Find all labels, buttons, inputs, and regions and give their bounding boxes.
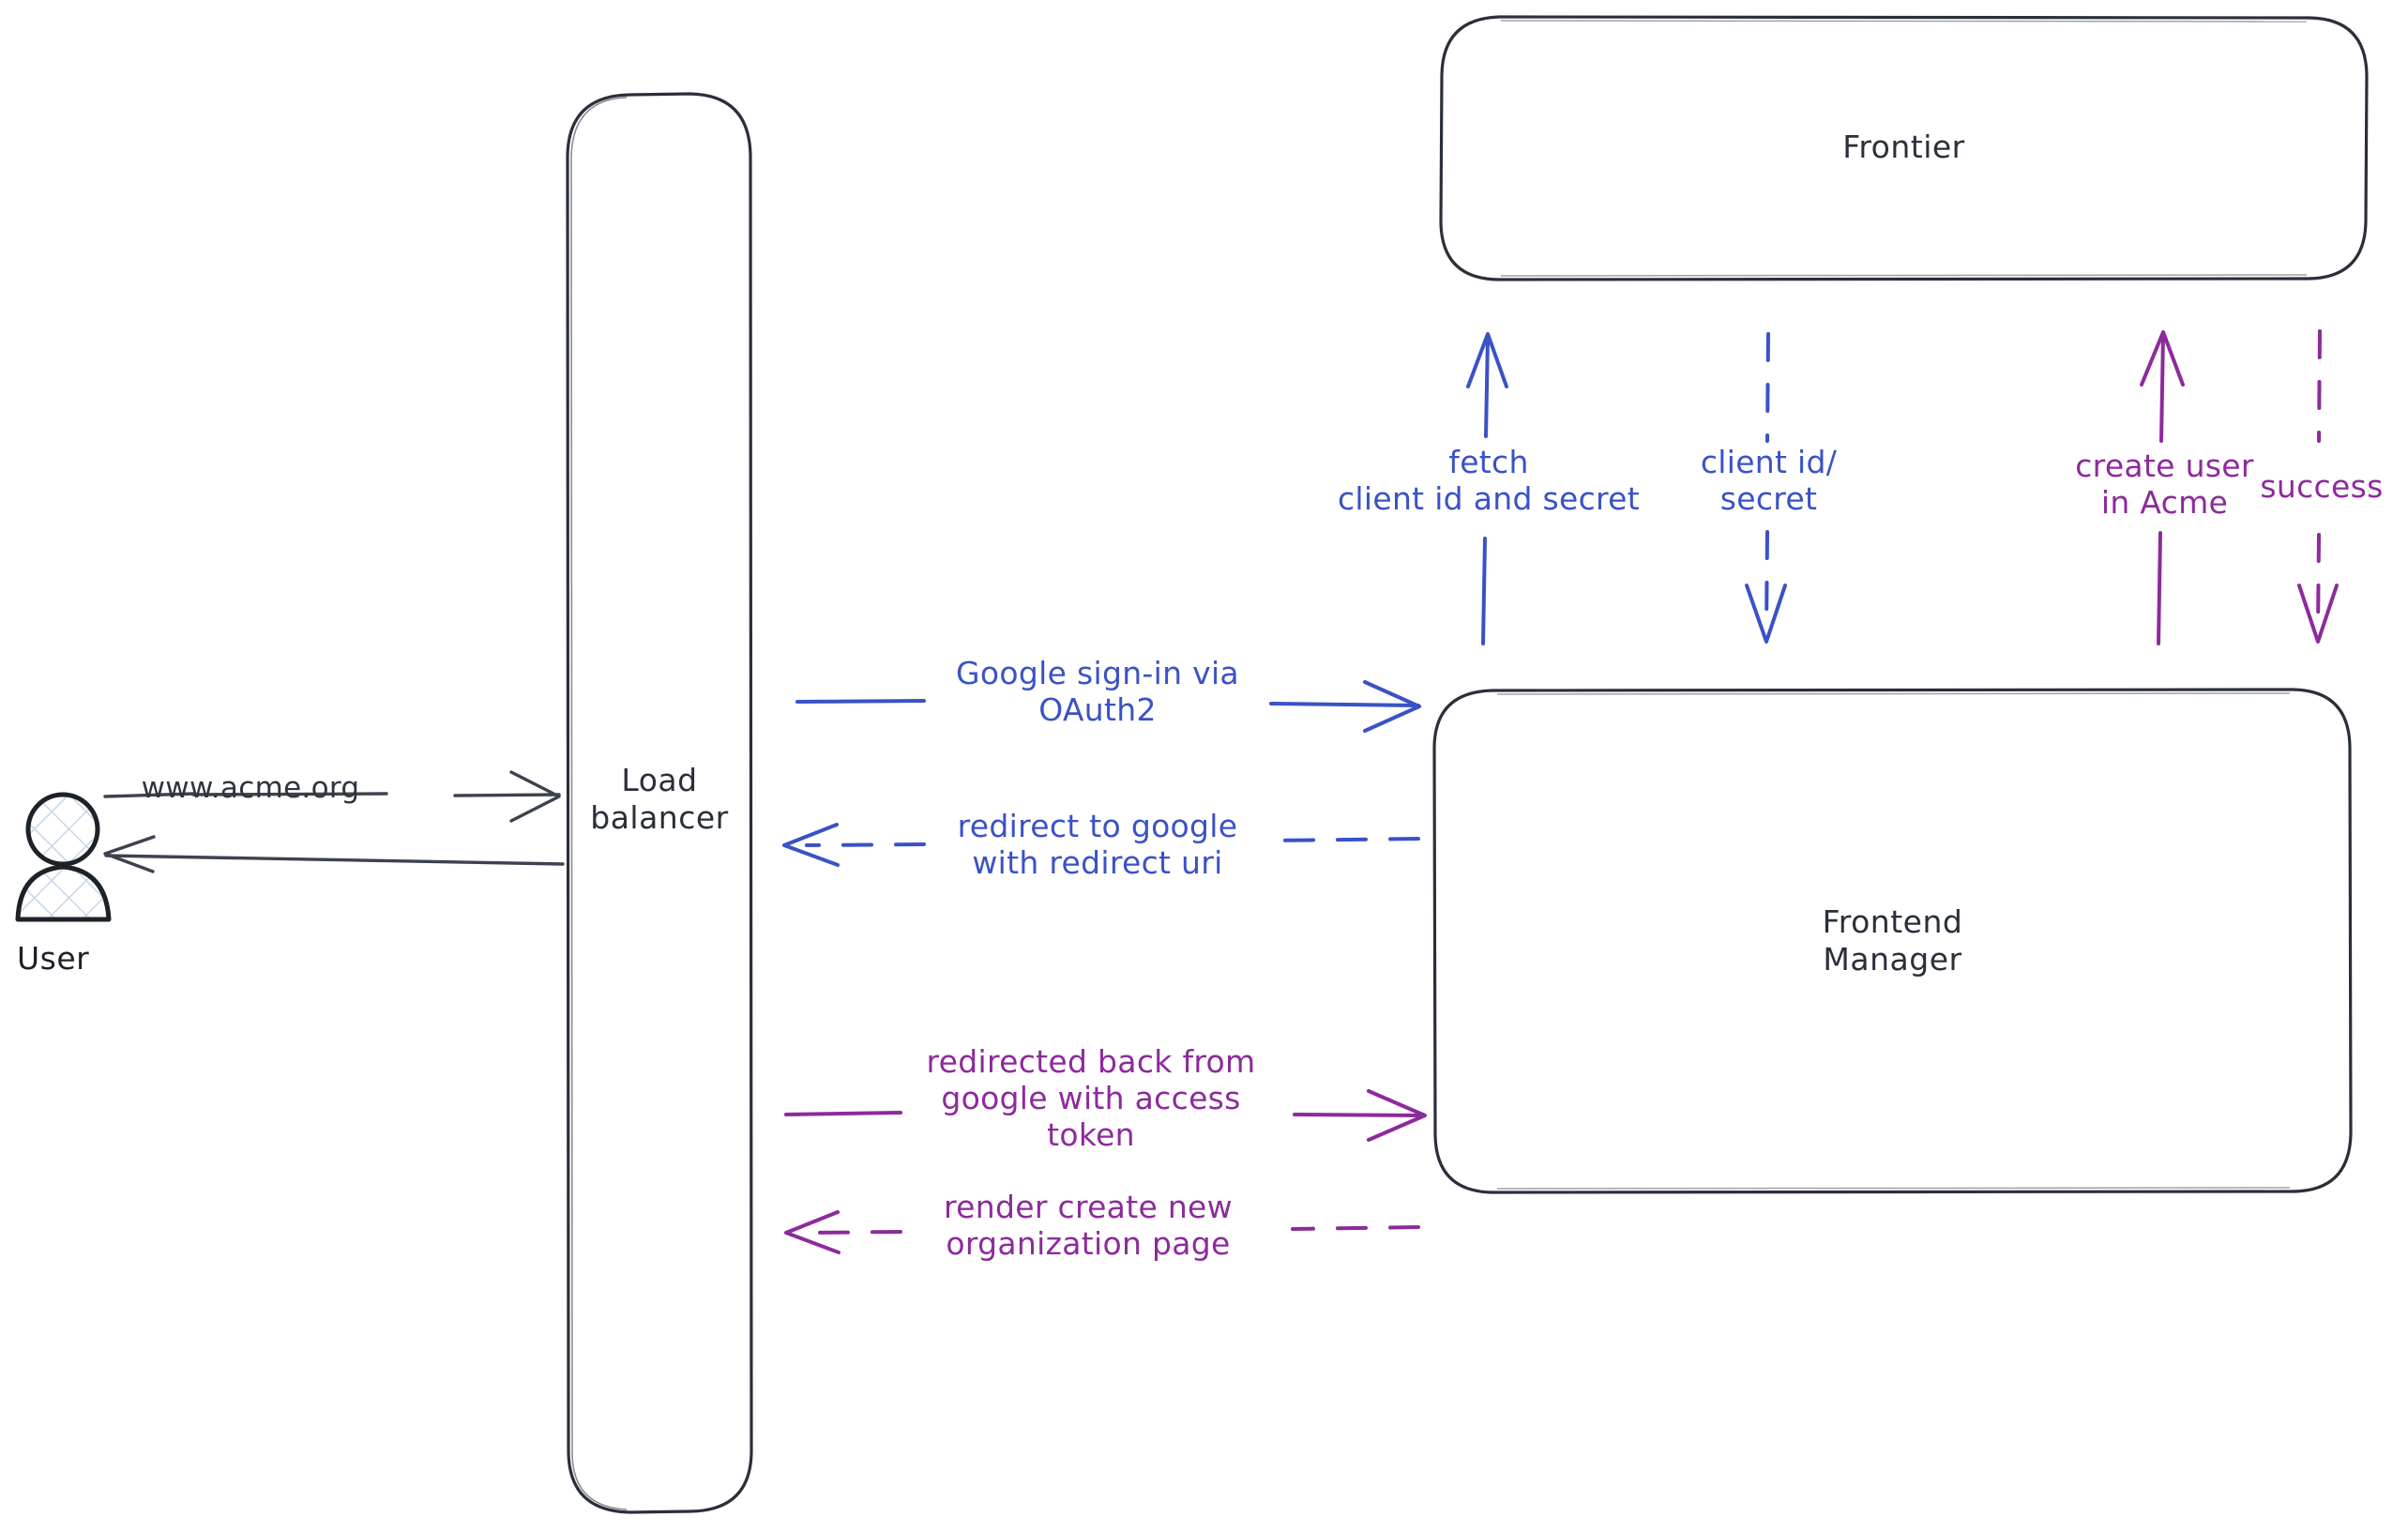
edge-label-create-user-in-acme: create user in Acme (2075, 447, 2254, 521)
node-frontend-manager[interactable] (1432, 688, 2353, 1194)
node-load-balancer[interactable] (566, 92, 753, 1514)
edge-redirected-back-from-google (784, 1089, 1427, 1142)
node-frontier[interactable] (1439, 15, 2369, 281)
actor-label-user: User (17, 940, 90, 977)
node-label-frontier: Frontier (1842, 129, 1965, 165)
edge-label-render-create-new-organization-page: render create new organization page (944, 1189, 1233, 1262)
edge-render-create-new-organization-page (784, 1210, 1420, 1254)
node-label-frontend-manager: Frontend Manager (1822, 903, 1963, 978)
edge-create-user-in-acme (2140, 330, 2185, 645)
edge-label-fetch-client-id-and-secret: fetch client id and secret (1337, 444, 1641, 517)
edge-label-redirect-to-google: redirect to google with redirect uri (957, 808, 1238, 881)
edge-lb-to-user (103, 835, 565, 873)
edge-fetch-client-id-and-secret (1466, 332, 1508, 645)
edge-label-google-signin-via-oauth2: Google sign-in via OAuth2 (956, 655, 1239, 728)
edge-google-signin-via-oauth2 (795, 680, 1421, 733)
edge-label-user-to-lb: www.acme.org (141, 771, 360, 805)
edge-redirect-to-google (782, 823, 1420, 867)
edge-success (2297, 329, 2339, 644)
edge-user-to-lb (103, 770, 561, 823)
edge-label-redirected-back-from-google: redirected back from google with access … (926, 1043, 1256, 1153)
node-label-load-balancer: Load balancer (590, 762, 729, 837)
edge-label-success: success (2260, 468, 2384, 505)
actor-user[interactable] (15, 792, 115, 922)
edge-client-id-secret (1745, 332, 1787, 644)
edge-label-client-id-secret: client id/ secret (1700, 444, 1838, 517)
